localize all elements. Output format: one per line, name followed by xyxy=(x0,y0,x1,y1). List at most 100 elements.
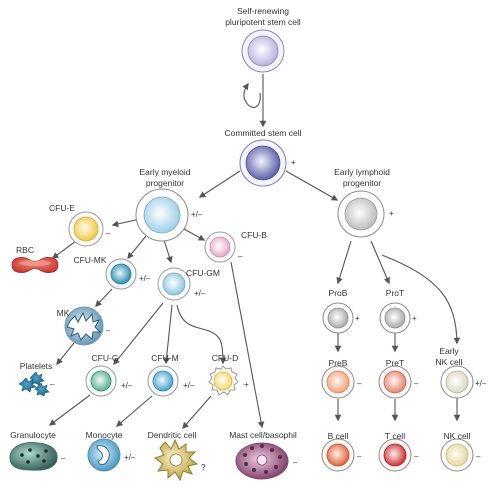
nk-cell-sign: – xyxy=(476,452,481,461)
cfu-b: CFU-B – xyxy=(204,230,267,263)
arrow-committed-to-lymphoid xyxy=(285,170,339,201)
early-nk-label-line1: Early xyxy=(439,346,459,356)
pret-sign: – xyxy=(414,379,419,388)
pret-label: PreT xyxy=(386,358,404,368)
early-myeloid-progenitor-sign: +/– xyxy=(191,210,203,219)
monocyte-label: Monocyte xyxy=(86,430,123,440)
preb-cell: PreB – xyxy=(321,358,362,399)
committed-stem-cell: Committed stem cell + xyxy=(225,128,302,187)
cfu-mk: CFU-MK +/– xyxy=(73,255,151,290)
cfu-g-label: CFU-G xyxy=(92,353,119,363)
t-cell: T cell – xyxy=(378,431,419,472)
cfu-e-sign: – xyxy=(106,229,111,238)
early-myeloid-progenitor: Early myeloid progenitor +/– xyxy=(135,167,203,242)
prot-sign: + xyxy=(412,314,417,323)
preb-sign: – xyxy=(357,379,362,388)
mast-cell-sign: – xyxy=(293,458,298,467)
cfu-gm-label: CFU-GM xyxy=(186,268,220,278)
t-cell-label: T cell xyxy=(385,431,405,441)
prob-cell: ProB + xyxy=(322,288,360,334)
cfu-g-sign: +/– xyxy=(121,381,133,390)
arrow-lymphoid-to-early-nk xyxy=(381,254,461,345)
arrow-cfu-gm-to-cfu-m xyxy=(163,304,173,365)
stem-cell: Self-renewing pluripotent stem cell xyxy=(225,6,301,73)
early-lymphoid-progenitor: Early lymphoid progenitor + xyxy=(334,167,394,238)
arrow-committed-to-myeloid xyxy=(198,170,241,198)
cfu-m: CFU-M +/– xyxy=(147,353,195,397)
cfu-mk-sign: +/– xyxy=(139,274,151,283)
arrow-cfu-gm-to-cfu-d xyxy=(176,304,227,365)
committed-stem-cell-sign: + xyxy=(291,158,296,167)
dendritic-cell-sign: ? xyxy=(201,463,206,472)
prob-sign: + xyxy=(355,314,360,323)
preb-label: PreB xyxy=(329,358,348,368)
cfu-m-sign: +/– xyxy=(183,381,195,390)
early-lymphoid-progenitor-label-line1: Early lymphoid xyxy=(334,167,390,177)
prot-cell: ProT + xyxy=(379,288,417,334)
b-cell-sign: – xyxy=(357,452,362,461)
stem-cell-label-line2: pluripotent stem cell xyxy=(225,17,301,27)
cfu-b-sign: – xyxy=(238,252,243,261)
committed-stem-cell-label: Committed stem cell xyxy=(225,128,302,138)
cfu-gm: CFU-GM +/– xyxy=(157,267,220,301)
b-cell-label: B cell xyxy=(328,431,349,441)
cfu-mk-label: CFU-MK xyxy=(73,255,106,265)
arrow-cfu-b-to-mast xyxy=(230,261,265,429)
arrow-myeloid-to-cfu-b xyxy=(183,228,206,241)
arrow-myeloid-to-cfu-gm xyxy=(163,239,173,264)
cfu-gm-sign: +/– xyxy=(194,289,206,298)
cfu-d-label: CFU-D xyxy=(212,353,238,363)
arrow-cfu-m-to-monocyte xyxy=(115,395,153,427)
cfu-m-label: CFU-M xyxy=(151,353,178,363)
megakaryocyte: MK – xyxy=(57,306,111,346)
mast-cell: Mast cell/basophil – xyxy=(229,430,298,480)
dendritic-cell: Dendritic cell ? xyxy=(148,430,206,482)
granulocyte-sign: – xyxy=(61,454,66,463)
platelets: Platelets – xyxy=(18,361,55,397)
arrow-cfu-mk-to-mk xyxy=(95,288,113,307)
mk-label: MK xyxy=(57,308,70,318)
granulocyte-label: Granulocyte xyxy=(10,430,56,440)
early-nk-sign: +/– xyxy=(475,379,487,388)
early-lymphoid-progenitor-sign: + xyxy=(389,209,394,218)
early-nk-label-line2: NK cell xyxy=(436,357,463,367)
granulocyte: Granulocyte – xyxy=(9,430,66,471)
arrow-self-renewal xyxy=(242,82,261,109)
mk-sign: – xyxy=(106,326,111,335)
prot-label: ProT xyxy=(386,288,404,298)
platelets-sign: – xyxy=(50,380,55,389)
monocyte: Monocyte +/– xyxy=(86,430,136,472)
t-cell-sign: – xyxy=(414,452,419,461)
platelets-label: Platelets xyxy=(20,361,53,371)
cfu-e-label: CFU-E xyxy=(49,203,75,213)
cfu-d-sign: + xyxy=(244,380,249,389)
b-cell: B cell – xyxy=(321,431,362,472)
dendritic-cell-label: Dendritic cell xyxy=(148,430,197,440)
early-lymphoid-progenitor-label-line2: progenitor xyxy=(343,178,381,188)
cfu-e: CFU-E – xyxy=(49,203,111,247)
arrows xyxy=(48,74,461,429)
rbc-label: RBC xyxy=(16,245,34,255)
arrow-myeloid-to-cfu-e xyxy=(111,218,141,228)
arrow-cfu-e-to-rbc xyxy=(51,240,77,259)
monocyte-sign: +/– xyxy=(124,453,136,462)
cfu-g: CFU-G +/– xyxy=(85,353,133,397)
stem-cell-label-line1: Self-renewing xyxy=(237,6,289,16)
arrow-cfu-g-to-granulocyte xyxy=(48,394,91,426)
arrow-mk-to-platelets xyxy=(56,342,75,366)
arrow-cfu-d-to-dendritic xyxy=(182,395,212,429)
arrow-lymphoid-to-prob xyxy=(336,240,352,285)
arrow-cfu-gm-to-cfu-g xyxy=(113,302,164,366)
prob-label: ProB xyxy=(329,288,348,298)
nk-cell-label: NK cell xyxy=(444,431,471,441)
cfu-b-label: CFU-B xyxy=(241,230,267,240)
early-myeloid-progenitor-label-line1: Early myeloid xyxy=(139,167,190,177)
rbc: RBC xyxy=(11,245,59,273)
mast-cell-label: Mast cell/basophil xyxy=(229,430,297,440)
early-nk-cell: Early NK cell +/– xyxy=(436,346,487,399)
arrow-myeloid-to-cfu-mk xyxy=(127,235,147,260)
pret-cell: PreT – xyxy=(378,358,419,399)
nk-cell: NK cell – xyxy=(440,431,481,472)
